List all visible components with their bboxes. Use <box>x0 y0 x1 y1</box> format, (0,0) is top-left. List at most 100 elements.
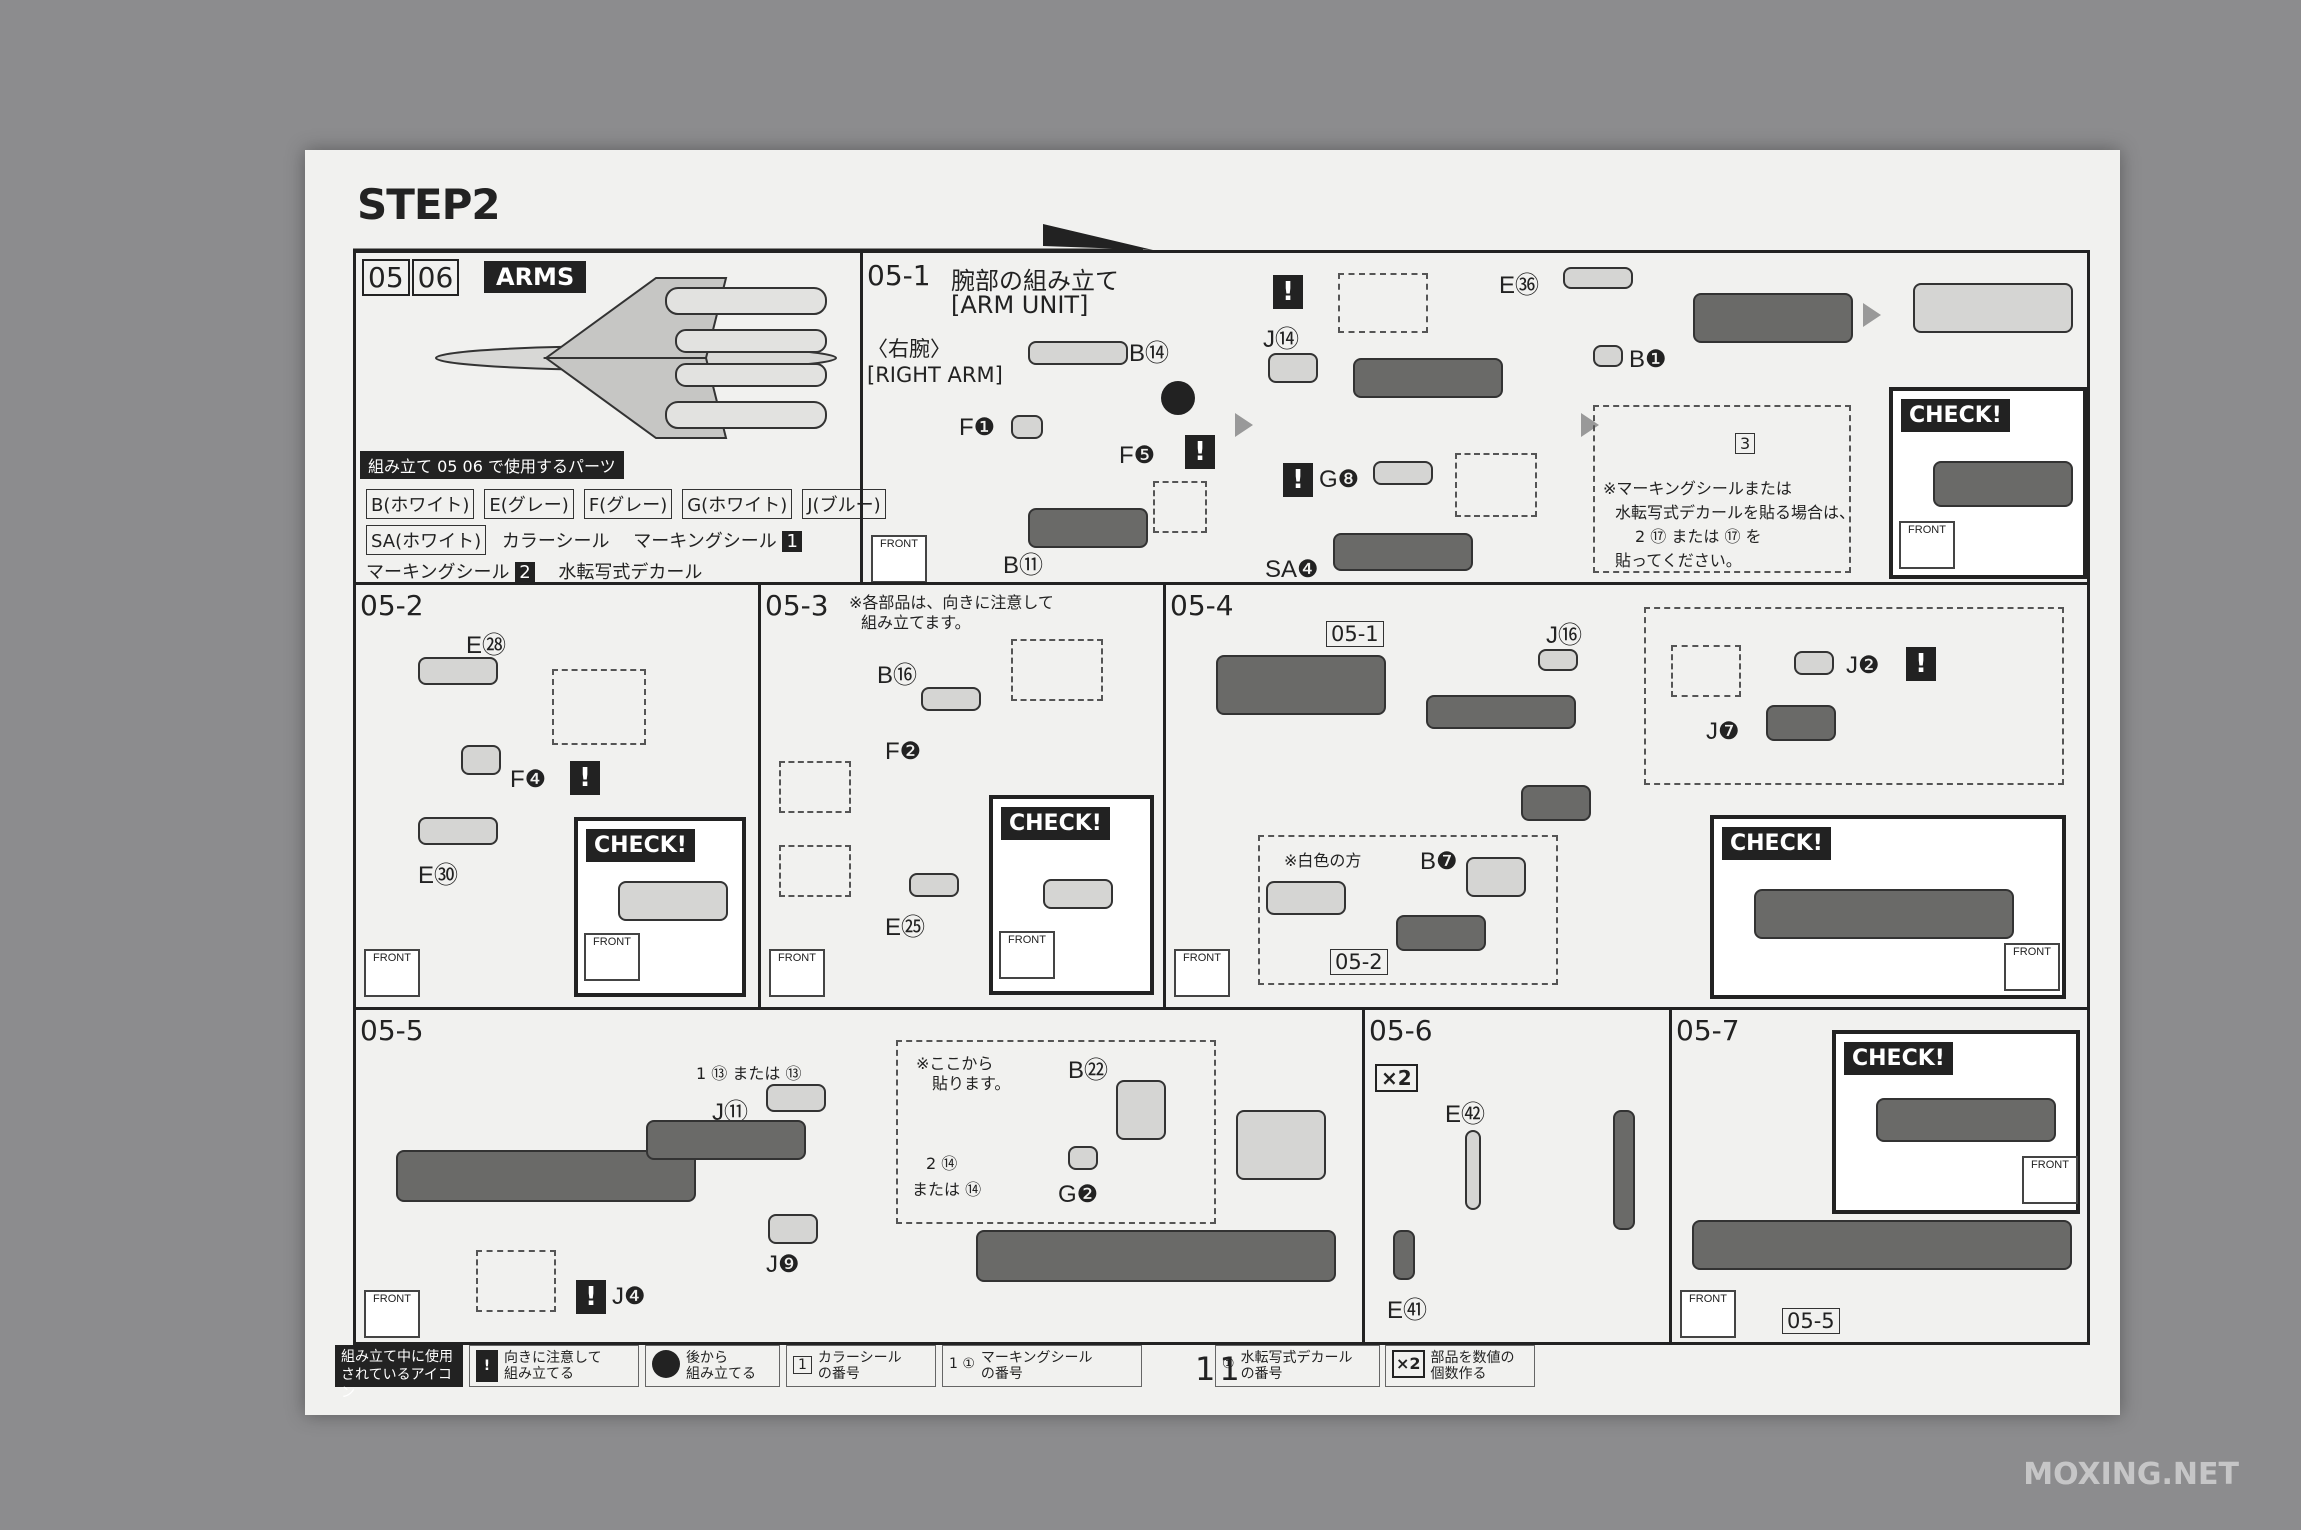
sticker-note-1: ※マーキングシールまたは <box>1603 479 1792 498</box>
panel-05-3: 05-3 ※各部品は、向きに注意して 組み立てます。 B⑯ F❷ E㉕ CHEC… <box>758 582 1166 1010</box>
front-icon: FRONT <box>2004 943 2060 991</box>
legend-orientation: ! 向きに注意して組み立てる <box>469 1345 639 1387</box>
check-part-shape <box>618 881 728 921</box>
label-f5: F❺ <box>1119 442 1156 469</box>
detail-box <box>896 1040 1216 1224</box>
detail-box <box>1258 835 1558 985</box>
part-f1-shape <box>1011 415 1043 439</box>
part-body-shape <box>1353 358 1503 398</box>
aircraft-illustration <box>435 277 837 439</box>
part-arm-shape <box>1693 293 1853 343</box>
label-j7: J❼ <box>1706 718 1740 745</box>
arms-id-2: 06 <box>411 259 460 296</box>
part-b: B(ホワイト) <box>366 489 475 519</box>
step-id-05-7: 05-7 <box>1676 1014 1740 1047</box>
apply-from-here-2: 貼ります。 <box>932 1074 1011 1093</box>
label-e36: E㊱ <box>1499 272 1540 299</box>
sphere-icon <box>652 1350 680 1378</box>
part-b11-shape <box>1028 508 1148 548</box>
part-e28-shape <box>418 657 498 685</box>
sticker-color: カラーシール <box>501 531 610 552</box>
detail-box <box>552 669 646 745</box>
color-sticker-icon: 1 <box>793 1356 812 1374</box>
label-j14: J⑭ <box>1263 326 1299 353</box>
part-b16-shape <box>921 687 981 711</box>
warning-icon: ! <box>1273 275 1303 309</box>
front-icon: FRONT <box>1680 1290 1736 1338</box>
part-e25-shape <box>909 873 959 897</box>
legend-marking-sticker: 1 ① マーキングシールの番号 <box>942 1345 1142 1387</box>
detail-box <box>779 761 851 813</box>
front-icon: FRONT <box>769 949 825 997</box>
part-b22-shape <box>1116 1080 1166 1140</box>
part-panel-shape <box>1236 1110 1326 1180</box>
part-arm-final-shape <box>1692 1220 2072 1270</box>
part-j2-shape <box>1794 651 1834 675</box>
step-title: STEP2 <box>357 180 501 229</box>
step-id-05-3: 05-3 <box>765 589 829 622</box>
legend-color-sticker: 1 カラーシールの番号 <box>786 1345 936 1387</box>
label-j4: J❹ <box>612 1283 646 1310</box>
detail-box <box>1338 273 1428 333</box>
part-g: G(ホワイト) <box>682 489 793 519</box>
step-id-05-2: 05-2 <box>360 589 424 622</box>
page-number: 11 <box>1195 1350 1244 1388</box>
detail-box <box>1153 481 1207 533</box>
sticker-number: 3 <box>1735 433 1756 454</box>
front-icon: FRONT <box>2022 1156 2078 1204</box>
marking-74: 2 ⑭ <box>926 1154 958 1173</box>
quantity-x2-icon: ×2 <box>1392 1350 1425 1378</box>
part-j9-shape <box>768 1214 818 1244</box>
step-arrow-icon <box>1863 303 1881 327</box>
label-e42: E㊷ <box>1445 1101 1486 1128</box>
check-label: CHECK! <box>586 829 695 862</box>
part-shoulder-shape <box>1521 785 1591 821</box>
panel-05-6: 05-6 ×2 E㊷ E㊶ <box>1362 1007 1672 1345</box>
sticker-marking-2: マーキングシール <box>366 562 510 583</box>
label-e28: E㉘ <box>466 632 507 659</box>
check-box: CHECK! FRONT <box>989 795 1154 995</box>
arms-id-1: 05 <box>362 259 410 296</box>
label-b1: B❶ <box>1629 346 1667 373</box>
white-side-note: ※白色の方 <box>1284 851 1362 870</box>
part-e41-shape <box>1393 1230 1415 1280</box>
check-box: CHECK! FRONT <box>1710 815 2066 999</box>
apply-from-here-1: ※ここから <box>916 1054 994 1073</box>
sphere-icon <box>1161 381 1195 415</box>
legend-decal: ① 水転写式デカールの番号 <box>1215 1345 1380 1387</box>
step-id-05-6: 05-6 <box>1369 1014 1433 1047</box>
front-icon: FRONT <box>364 1290 420 1338</box>
ref-05-2: 05-2 <box>1330 949 1388 975</box>
check-part-shape <box>1933 461 2073 507</box>
note-line-2: 組み立てます。 <box>861 613 971 632</box>
part-hand-shape <box>646 1120 806 1160</box>
panel-05-4: 05-4 05-1 J⑯ J❷ ! J❼ ※白色の方 B❼ 05-2 CHECK… <box>1163 582 2090 1010</box>
part-e36-shape <box>1563 267 1633 289</box>
front-icon: FRONT <box>1174 949 1230 997</box>
part-b1-shape <box>1593 345 1623 367</box>
check-part-shape <box>1754 889 2014 939</box>
sticker-marking-1: マーキングシール <box>633 531 777 552</box>
warning-icon: ! <box>1283 463 1313 497</box>
sticker-marking-1-num: 1 <box>782 531 802 552</box>
check-box: CHECK! FRONT <box>1832 1030 2080 1214</box>
label-b11: B⑪ <box>1003 552 1044 579</box>
sticker-note-4: 貼ってください。 <box>1615 551 1742 570</box>
detail-box <box>1671 645 1741 697</box>
decal-icon: ① <box>1222 1356 1235 1372</box>
label-f4: F❹ <box>510 766 547 793</box>
front-icon: FRONT <box>1899 521 1955 569</box>
panel-05-7: 05-7 CHECK! FRONT FRONT 05-5 <box>1669 1007 2090 1345</box>
label-b7: B❼ <box>1420 848 1458 875</box>
right-arm-en: [RIGHT ARM] <box>867 363 1003 387</box>
detail-box <box>779 845 851 897</box>
label-j16: J⑯ <box>1546 622 1582 649</box>
arm-unit-title-jp: 腕部の組み立て <box>951 267 1119 295</box>
detail-box <box>1644 607 2064 785</box>
label-g8: G❽ <box>1319 466 1360 493</box>
part-sa4-shape <box>1333 533 1473 571</box>
part-b14-shape <box>1028 341 1128 365</box>
front-icon: FRONT <box>871 535 927 583</box>
